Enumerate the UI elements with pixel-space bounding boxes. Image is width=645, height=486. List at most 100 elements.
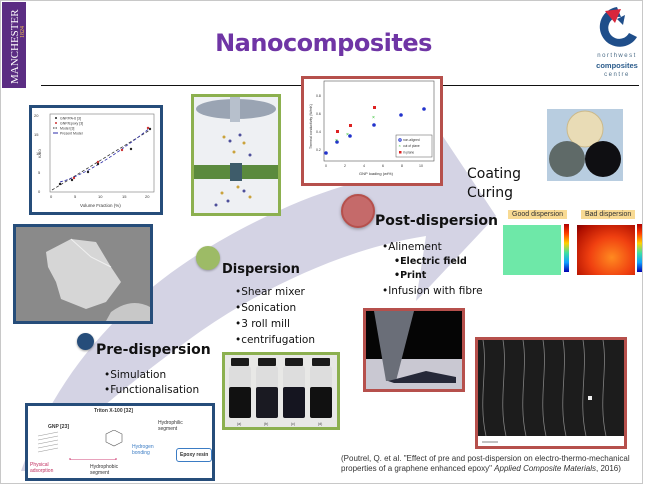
svg-text:×: ×	[346, 132, 349, 138]
molecule-structure	[37, 430, 123, 460]
pre-dispersion-bullet: •Simulation	[104, 369, 167, 381]
xtick: 0	[50, 194, 53, 199]
ytick: 0.2	[316, 148, 321, 152]
sem-flake	[16, 227, 150, 321]
model-chart-figure: 20 15 10 5 0 0 5 10 15 20 Volume Fractio…	[29, 105, 163, 215]
nwcc-composites: composites	[596, 61, 638, 70]
vial-label: (d)	[318, 422, 322, 426]
post-dispersion-sub-bullet: •Electric field	[394, 256, 467, 267]
data-point	[96, 162, 100, 166]
y-axis-label: K/K0	[37, 149, 42, 158]
xtick: 10	[98, 194, 103, 199]
legend-item: Model [3]	[60, 127, 74, 131]
xtick: 15	[122, 194, 127, 199]
svg-text:×: ×	[335, 138, 338, 144]
citation-year: , 2016)	[596, 464, 621, 473]
data-point	[96, 160, 100, 164]
physical-adsorption-label: Physical adsorption	[30, 462, 54, 474]
dispersion-marker	[196, 246, 220, 270]
ytick: 0.4	[316, 130, 321, 134]
model-chart: 20 15 10 5 0 0 5 10 15 20 Volume Fractio…	[34, 113, 155, 208]
citation-journal: Applied Composite Materials	[494, 464, 596, 473]
data-point	[72, 176, 76, 180]
vial-label: (c)	[291, 422, 295, 426]
triton-title: Triton X-100 [32]	[94, 408, 133, 414]
bad-dispersion-colorbar	[637, 224, 642, 272]
xtick: 10	[419, 164, 423, 168]
vials-photo: (a) (b) (c) (d)	[225, 355, 337, 427]
epoxy-resin-label: Epoxy resin	[176, 448, 213, 462]
hydrogen-bonding-label: Hydrogen bonding	[132, 444, 154, 456]
x-axis-label: Volume Fraction (%)	[80, 203, 121, 208]
vials-image: (a) (b) (c) (d)	[222, 352, 340, 430]
thermal-chart: Thermal conductivity (W/mK) 0.2 0.4 0.6 …	[309, 80, 435, 176]
manchester-wordmark: MANCHESTER 1824	[9, 9, 26, 84]
ytick: 0.8	[316, 94, 321, 98]
dispersion-mixer-image	[191, 94, 281, 216]
legend-item: non-aligned	[403, 138, 420, 142]
data-point	[146, 126, 150, 130]
dispersion-title: Dispersion	[222, 262, 300, 277]
xtick: 20	[145, 194, 150, 199]
nwcc-northwest: northwest	[597, 53, 637, 59]
y-axis-label: Thermal conductivity (W/mK)	[309, 104, 313, 149]
svg-text:MANCHESTER: MANCHESTER	[9, 9, 21, 84]
curing-title: Curing	[467, 185, 514, 201]
gnp-label: GNP [23]	[48, 424, 70, 430]
model-line	[51, 129, 151, 191]
post-dispersion-bullet: •Infusion with fibre	[382, 285, 483, 297]
present-model-line	[59, 127, 151, 183]
data-point	[86, 170, 90, 174]
svg-text:×: ×	[372, 115, 375, 121]
nwcc-logo: northwest composites centre	[591, 3, 642, 83]
svg-text:1824: 1824	[20, 26, 26, 38]
hydrophilic-label: Hydrophilic segment	[158, 420, 183, 432]
legend-item: GNP/PA-6 [3]	[60, 117, 81, 121]
triton-diagram: Triton X-100 [32] GNP [23] Hydrophilic s…	[25, 403, 215, 481]
vial-label: (a)	[237, 422, 241, 426]
legend-item: in plane	[403, 151, 414, 155]
ytick: 0	[38, 189, 41, 194]
data-point	[70, 178, 74, 182]
dispersion-bullet: •Sonication	[235, 302, 297, 314]
legend-item: GNP/Epoxy [3]	[60, 122, 83, 126]
mixer-illustration	[194, 97, 278, 213]
data-point	[148, 127, 152, 131]
hydrophobic-label: Hydrophobic segment	[90, 464, 119, 476]
citation-text: (Poutrel, Q. et al. "Effect of pre and p…	[341, 454, 630, 473]
x-axis-label: GNP loading (wt%)	[359, 171, 394, 176]
good-dispersion-map	[503, 225, 561, 275]
bad-dispersion-map	[577, 225, 635, 275]
xtick: 4	[363, 164, 365, 168]
dispersion-bullet: •Shear mixer	[235, 286, 305, 298]
infusion-print-image	[363, 308, 465, 392]
post-dispersion-title: Post-dispersion	[375, 213, 499, 229]
xtick: 5	[74, 194, 77, 199]
sem-fracture-photo	[478, 339, 624, 446]
dispersion-bullet: •3 roll mill	[235, 318, 290, 330]
discs-photo	[547, 109, 623, 181]
data-point	[120, 148, 124, 152]
citation: (Poutrel, Q. et al. "Effect of pre and p…	[341, 454, 641, 474]
ytick: 0.6	[316, 112, 321, 116]
coating-title: Coating	[467, 166, 522, 182]
xtick: 0	[325, 164, 327, 168]
nwcc-centre: centre	[604, 72, 630, 78]
xtick: 2	[344, 164, 346, 168]
svg-text:×: ×	[399, 143, 402, 148]
ytick: 15	[34, 132, 39, 137]
sem-fracture-image	[475, 337, 627, 449]
thermal-chart-figure: Thermal conductivity (W/mK) 0.2 0.4 0.6 …	[301, 76, 443, 186]
post-dispersion-marker	[341, 194, 375, 228]
good-dispersion-colorbar	[564, 224, 569, 272]
nwcc-emblem-icon	[599, 7, 637, 47]
arrow-body	[21, 96, 496, 471]
page-title: Nanocomposites	[215, 29, 432, 57]
post-dispersion-bullet: •Alinement	[382, 241, 442, 253]
ytick: 5	[38, 170, 41, 175]
legend-item: out of plane	[403, 144, 420, 148]
xtick: 8	[401, 164, 403, 168]
ytick: 10	[36, 151, 41, 156]
